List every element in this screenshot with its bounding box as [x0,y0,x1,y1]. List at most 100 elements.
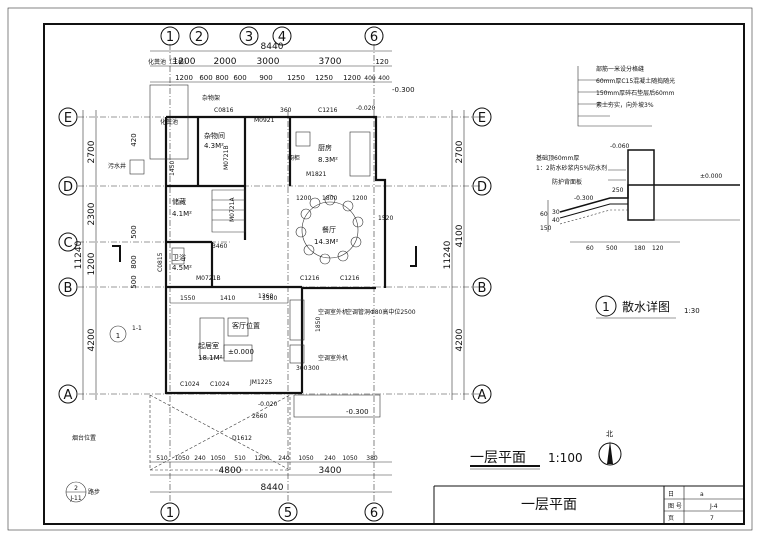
detail-level-1: ±0.000 [700,173,722,180]
dim-top-r2-8: 400 [364,75,376,82]
room-3-name: 杂物间 [204,131,225,140]
detail-dim-8: 250 [612,187,624,194]
detail-dim-3: 120 [652,245,664,252]
room-6-name: 餐厅 [322,225,336,234]
plan-title: 一层平面 [470,450,526,466]
axis-right-1: E [478,111,486,126]
misc-dim-1: 1550 [180,295,195,302]
tag-8: C1216 [300,275,320,282]
tag-7: M0721B [196,275,221,282]
room-9-name: 客厅位置 [232,321,260,330]
title-block-code-value: J-4 [709,503,718,510]
dim-bot-r1-7: 1050 [298,455,313,462]
axis-top-4: 4 [278,30,286,45]
dim-bot-r2-1: 3400 [319,466,342,476]
axis-top-1: 1 [166,30,174,45]
dim-top-r2-9: 400 [378,75,390,82]
plan-level-0: -0.300 [392,86,415,94]
axis-bottom-1: 1 [166,506,174,521]
dim-top-r1-0: 1200 [173,57,196,67]
dim-top-r2-5: 1250 [287,74,305,82]
dim-top-r1-3: 3700 [319,57,342,67]
dim-top-r2-0: 1200 [175,74,193,82]
dim-right-2: 4200 [455,328,465,351]
misc-dim-6: 300 [308,365,320,372]
dim-right-1: 4100 [455,224,465,247]
tag-0: C0816 [214,107,234,114]
dim-top-r2-7: 1200 [343,74,361,82]
dims-bottom: 510 1050 240 1050 510 1200 240 1050 240 … [156,455,378,493]
detail-dim-1: 500 [606,245,618,252]
misc-dim-13: 3460 [212,243,227,250]
title-block-label-page: 页 [668,515,674,522]
room-2-name: 污水井 [108,162,126,170]
axis-right-2: D [477,180,487,195]
dim-right-0: 2700 [455,140,465,163]
axis-left-2: D [63,180,73,195]
tag-9: C1216 [340,275,360,282]
axis-right-4: A [478,388,487,403]
detail-dim-6: 40 [552,217,560,224]
detail-dim-5: 150 [540,225,552,232]
dim-bot-r1-8: 240 [324,455,336,462]
detail-dim-7: 30 [552,209,560,216]
axis-bubbles-top: 1 2 3 4 6 [160,26,384,46]
tag-6: C0815 [157,252,164,272]
plan-level-3: -0.300 [346,408,369,416]
title-block: 一层平面 日 图 号 页 a J-4 7 [433,485,744,524]
detail-scale: 1:30 [684,307,700,315]
misc-dim-9: 1200 [352,195,367,202]
room-6-area: 14.3M² [314,238,339,246]
dim-top-r1-1: 2000 [214,57,237,67]
title-block-label-top: 日 [668,491,674,498]
axis-bottom-3: 6 [370,506,378,521]
site-features [129,84,381,471]
dim-bot-r1-5: 1200 [254,455,269,462]
misc-dim-5: 300 [296,365,308,372]
room-4-area: 8.3M² [318,156,338,164]
room-5-area: 4.1M² [172,210,192,218]
dims-left: 2700 2300 1200 4200 11240 420 500 800 50… [74,133,138,351]
axis-left-5: A [64,388,73,403]
misc-dim-14: 1520 [378,215,393,222]
axis-top-2: 2 [195,30,203,45]
dim-left-1: 2300 [87,202,97,225]
detail-side-note-0: 基础顶60mm厚 [536,154,579,162]
tag-1: M0921 [254,117,275,124]
dims-right: 2700 4100 4200 11240 [443,140,465,351]
section-label-1: 1-1 [132,325,142,332]
dimension-lines [82,50,465,493]
plan-level-2: -0.020 [356,105,376,112]
plan-scale: 1:100 [548,451,583,465]
drainage-detail: 部筋一米设分格缝 60mm厚C15混凝土随捣随光 150mm厚碎石垫层后60mm… [536,65,740,319]
dim-bot-r1-2: 240 [194,455,206,462]
room-labels: 化粪池（三格） 化粪池 污水井 杂物间 4.3M² 厨房 8.3M² 储藏 4.… [108,58,339,362]
axis-bottom-2: 5 [284,506,292,521]
room-8-area: 18.1M² [198,354,223,362]
plan-note-0: 空调室外机 [318,308,348,316]
room-7-area: 4.5M² [172,264,192,272]
dim-left-small-2: 800 [130,255,138,268]
dim-bot-r1-0: 510 [156,455,168,462]
plan-note-1: 空调管洞Φ80高中位2500 [346,308,416,316]
room-1-name: 化粪池 [160,118,178,126]
misc-dim-10: 1850 [315,317,322,332]
plan-note-4: 路步 [88,488,100,496]
detail-ref-number: 2 [74,485,78,492]
outer-border [7,7,753,531]
room-0-name: 化粪池（三格） [148,58,190,66]
tag-12: JM1225 [249,379,272,386]
dim-top-r1-4: 120 [375,58,388,66]
plan-note-3: 烟台位置 [72,434,96,442]
plan-note-5: 杂物架 [202,94,220,102]
inner-border [43,23,745,525]
room-8-name: 起居室 [198,341,219,350]
detail-dim-2: 180 [634,245,646,252]
building-walls [164,115,387,395]
section-markers [112,245,417,267]
axis-left-4: B [64,281,73,296]
misc-dim-0: 1360 [258,293,273,300]
north-label: 北 [606,430,613,438]
dim-right-total: 11240 [443,240,453,269]
